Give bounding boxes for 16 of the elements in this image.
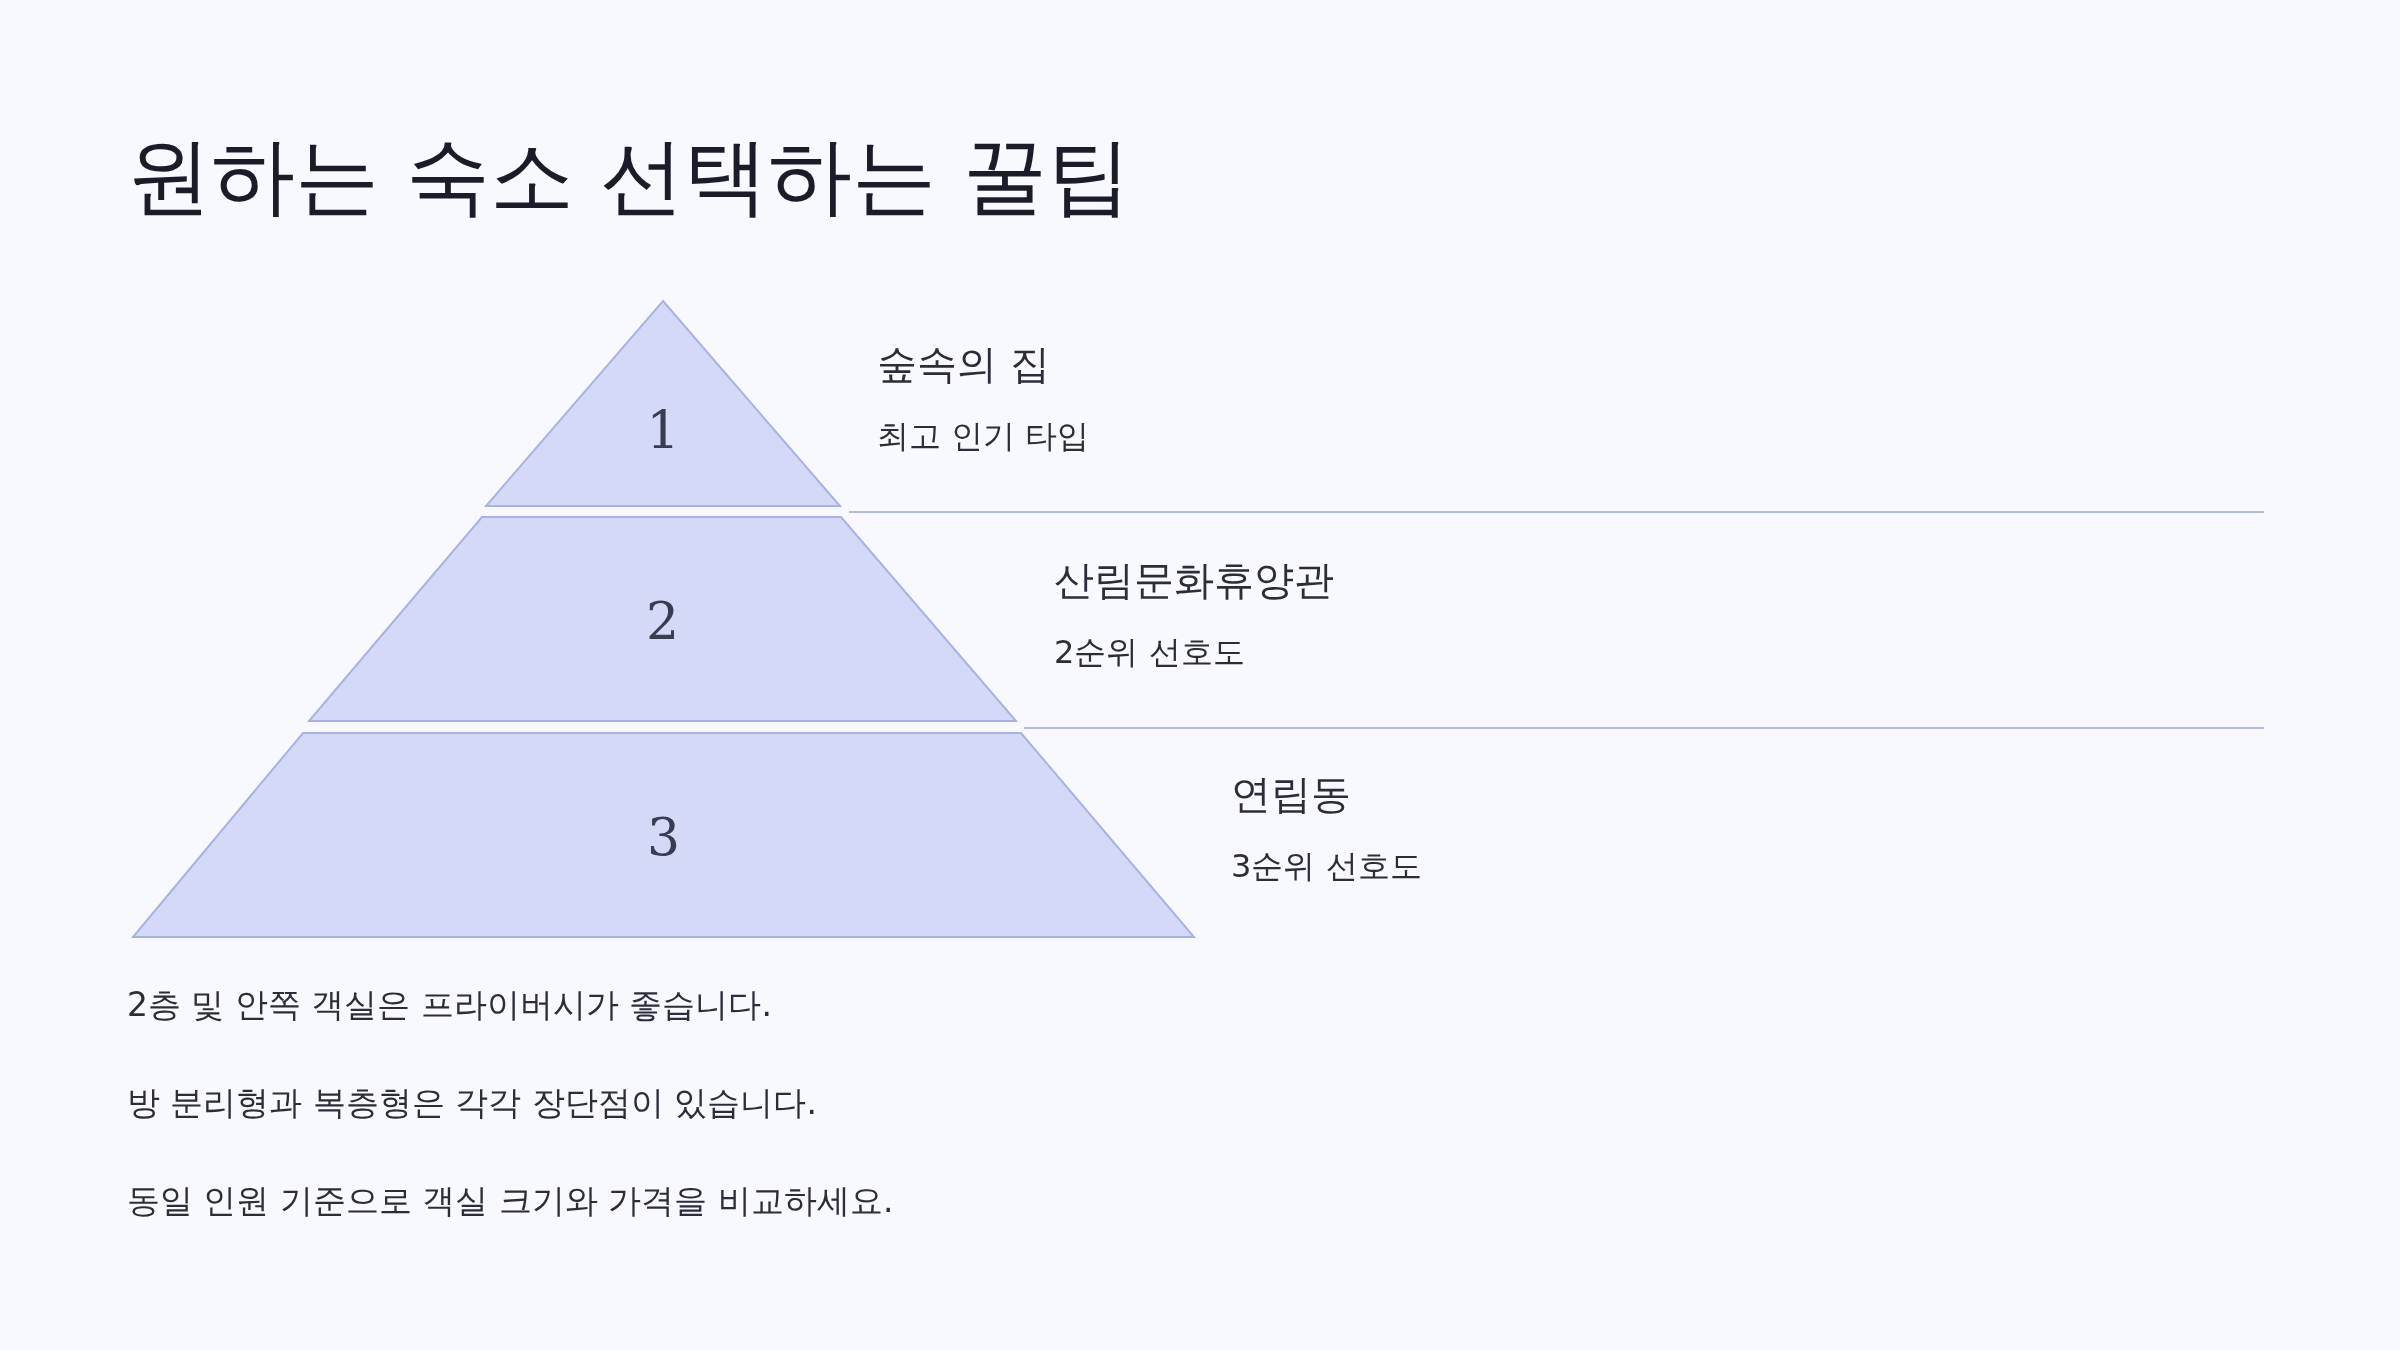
tier-description: 2순위 선호도 [1054, 636, 1245, 668]
pyramid-tier [485, 300, 841, 507]
pyramid-tier [308, 516, 1017, 722]
tier-heading: 연립동 [1231, 774, 1351, 814]
tier-number: 3 [645, 811, 682, 863]
tip-text: 동일 인원 기준으로 객실 크기와 가격을 비교하세요. [127, 1184, 894, 1217]
tier-heading: 숲속의 집 [877, 344, 1050, 384]
tip-text: 2층 및 안쪽 객실은 프라이버시가 좋습니다. [127, 988, 772, 1021]
tier-heading: 산림문화휴양관 [1054, 560, 1334, 600]
tier-number: 1 [645, 404, 681, 456]
page-title: 원하는 숙소 선택하는 꿀팁 [127, 134, 1132, 218]
tip-text: 방 분리형과 복층형은 각각 장단점이 있습니다. [127, 1086, 817, 1119]
tier-number: 2 [644, 595, 681, 647]
tier-description: 최고 인기 타입 [877, 420, 1090, 452]
tier-description: 3순위 선호도 [1231, 850, 1422, 882]
pyramid-tier [132, 732, 1195, 938]
